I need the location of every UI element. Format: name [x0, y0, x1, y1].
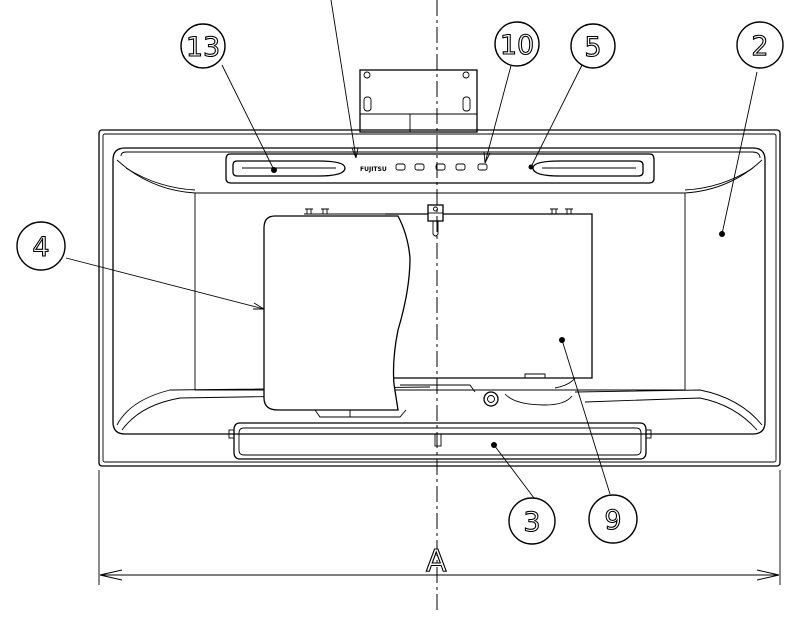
control-panel-strip: FUJITSU — [225, 153, 655, 184]
svg-text:2: 2 — [751, 31, 768, 62]
svg-text:5: 5 — [584, 32, 601, 63]
svg-text:3: 3 — [523, 507, 540, 538]
panel-button — [435, 163, 446, 171]
left-speaker-grille — [232, 160, 346, 177]
panel-button — [395, 163, 406, 171]
panel-button — [414, 163, 425, 171]
inner-bezel — [112, 147, 766, 435]
right-speaker-grille — [532, 160, 644, 177]
svg-text:10: 10 — [500, 30, 534, 61]
panel-logo: FUJITSU — [360, 166, 387, 173]
dimension-label: A — [426, 544, 447, 579]
dimension-a: A — [98, 470, 781, 585]
svg-text:13: 13 — [186, 32, 220, 63]
bottom-bar — [228, 422, 652, 460]
callout-2: 2 — [736, 21, 784, 69]
callout-4: 4 — [16, 221, 66, 271]
callout-5: 5 — [570, 23, 616, 69]
callout-13: 13 — [180, 23, 226, 69]
side-cover — [263, 215, 411, 411]
top-mounting-bracket — [359, 69, 478, 133]
leader-lines — [65, 0, 758, 499]
panel-button — [477, 163, 488, 171]
panel-button — [455, 163, 466, 171]
callout-9: 9 — [588, 494, 638, 544]
callout-10: 10 — [494, 21, 540, 67]
svg-text:4: 4 — [32, 232, 49, 263]
svg-text:9: 9 — [604, 505, 621, 536]
lower-mechanism — [314, 373, 576, 418]
callout-3: 3 — [508, 497, 556, 545]
outer-housing — [98, 129, 781, 467]
